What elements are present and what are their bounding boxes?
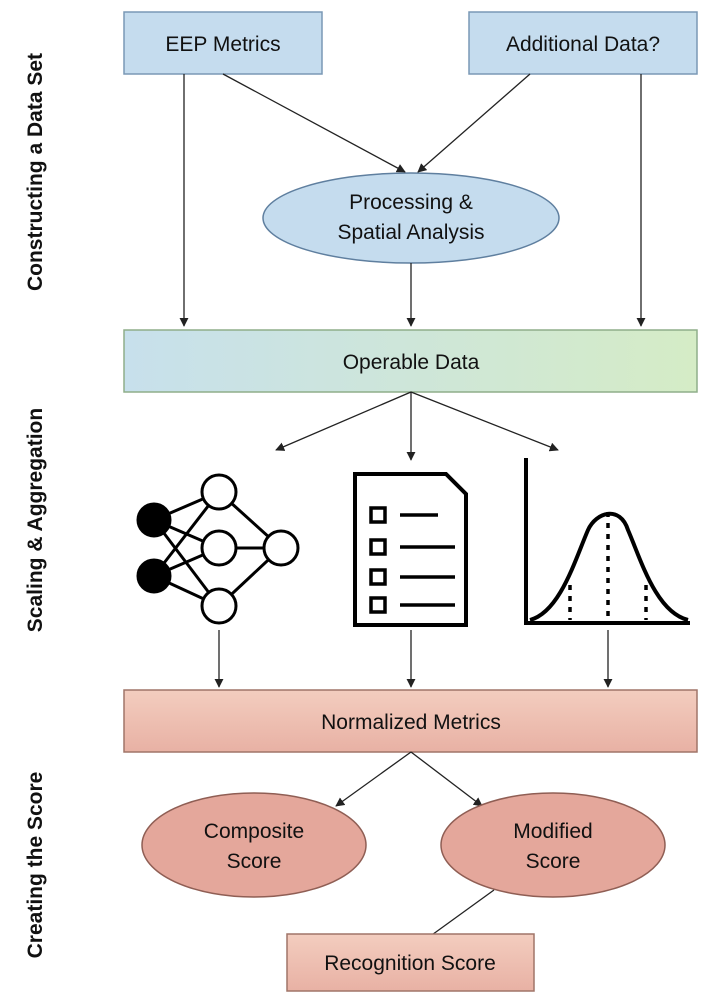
- additional-data-label: Additional Data?: [506, 33, 660, 56]
- composite-score-ellipse: [141, 792, 367, 898]
- modified-score-label-line1: Modified: [513, 820, 592, 843]
- section-label-creating: Creating the Score: [24, 772, 47, 959]
- processing-label-line1: Processing &: [349, 191, 473, 214]
- arrow-additional-to-processing: [417, 73, 531, 173]
- composite-score-label-line2: Score: [227, 850, 282, 873]
- processing-ellipse: [262, 172, 560, 264]
- arrow-normalized-to-modified: [410, 751, 483, 807]
- arrow-operable-to-curve: [410, 391, 559, 452]
- normalized-metrics-label: Normalized Metrics: [321, 711, 501, 734]
- arrow-operable-to-network: [275, 391, 412, 451]
- arrow-normalized-to-composite: [335, 751, 412, 807]
- composite-score-label-line1: Composite: [204, 820, 304, 843]
- neural-network-icon: [136, 473, 300, 625]
- operable-data-label: Operable Data: [343, 351, 480, 374]
- eep-metrics-box: [123, 11, 323, 75]
- arrow-eep-to-processing: [222, 73, 406, 173]
- processing-label-line2: Spatial Analysis: [337, 221, 484, 244]
- modified-score-label-line2: Score: [526, 850, 581, 873]
- modified-score-ellipse: [440, 792, 666, 898]
- bell-curve-icon: [524, 458, 690, 625]
- recognition-score-box: [286, 933, 535, 992]
- document-list-icon: [353, 472, 468, 627]
- operable-data-box: [123, 329, 698, 393]
- recognition-score-label: Recognition Score: [324, 952, 496, 975]
- eep-metrics-label: EEP Metrics: [165, 33, 280, 56]
- section-label-scaling: Scaling & Aggregation: [24, 408, 47, 632]
- additional-data-box: [468, 11, 698, 75]
- section-label-constructing: Constructing a Data Set: [24, 53, 47, 291]
